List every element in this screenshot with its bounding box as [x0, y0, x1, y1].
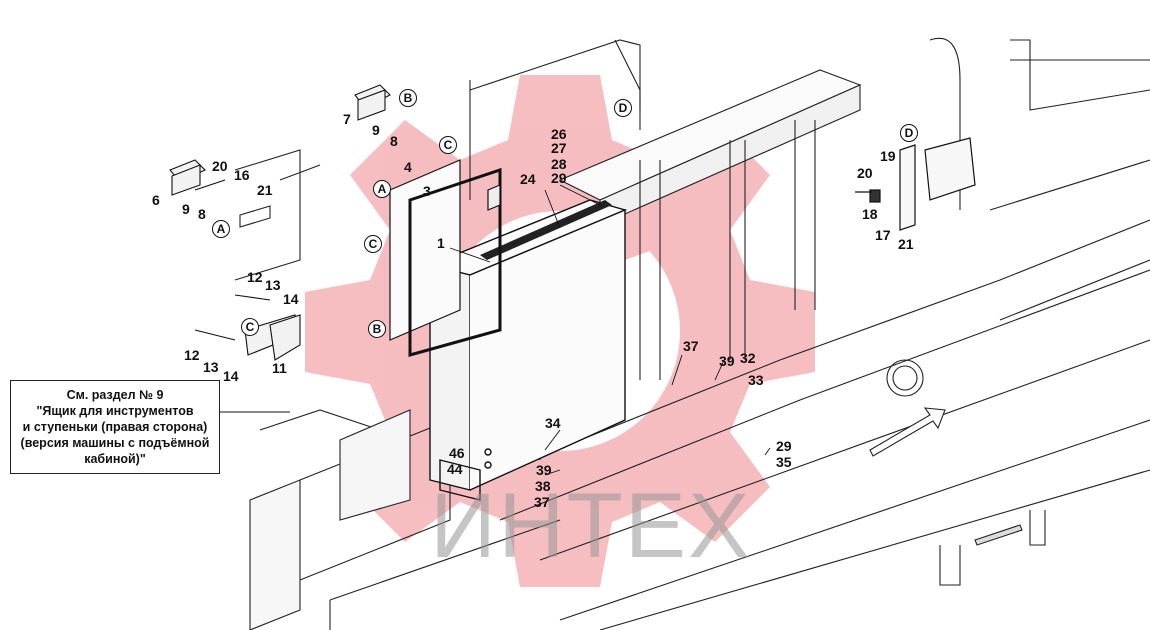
callout-16: 16: [234, 167, 250, 183]
callout-13-top: 13: [265, 277, 281, 293]
circled-ref-c-middle: C: [364, 235, 382, 253]
callout-4: 4: [404, 159, 412, 175]
callout-11: 11: [272, 360, 287, 376]
callout-32: 32: [740, 350, 756, 366]
callout-38: 38: [535, 478, 551, 494]
circled-ref-d-center: D: [614, 99, 632, 117]
callout-13-bottom: 13: [203, 359, 219, 375]
callout-35: 35: [776, 454, 792, 470]
circled-ref-b-lower: B: [368, 320, 386, 338]
note-line-5: кабиной)": [84, 452, 146, 466]
callout-20-left: 20: [212, 158, 228, 174]
callout-27: 27: [551, 140, 567, 156]
callout-29-right: 29: [776, 438, 792, 454]
watermark-text: ИНТЕХ: [430, 475, 752, 577]
callout-7: 7: [343, 111, 351, 127]
circled-ref-c-top: C: [439, 136, 457, 154]
callout-39-top: 39: [719, 353, 735, 369]
callout-46: 46: [449, 445, 465, 461]
callout-37-bottom: 37: [534, 494, 550, 510]
callout-34: 34: [545, 415, 561, 431]
callout-8-left: 8: [198, 206, 206, 222]
callout-28: 28: [551, 156, 567, 172]
callout-8-top: 8: [390, 133, 398, 149]
note-line-2: "Ящик для инструментов: [36, 404, 194, 418]
callout-12-bottom: 12: [184, 347, 200, 363]
callout-44: 44: [447, 461, 463, 477]
callout-39-bottom: 39: [536, 462, 552, 478]
circled-ref-c-left: C: [241, 318, 259, 336]
callout-17: 17: [875, 227, 891, 243]
circled-ref-a-upper: A: [373, 180, 391, 198]
hinge-parts-drawing: [169, 84, 391, 361]
callout-33: 33: [748, 372, 764, 388]
callout-6: 6: [152, 192, 160, 208]
leader-lines: [220, 184, 771, 476]
section-reference-note: См. раздел № 9 "Ящик для инструментов и …: [10, 380, 220, 474]
circled-ref-d-right: D: [900, 124, 918, 142]
gasket-plate-drawing: [389, 159, 502, 357]
callout-12-top: 12: [247, 269, 263, 285]
callout-14-top: 14: [283, 291, 299, 307]
callout-29-top: 29: [551, 170, 567, 186]
right-bracket-drawing: [855, 137, 976, 231]
callout-19: 19: [880, 148, 896, 164]
note-line-1: См. раздел № 9: [66, 388, 164, 402]
note-line-4: (версия машины с подъёмной: [20, 436, 210, 450]
callout-20-right: 20: [857, 165, 873, 181]
callout-21-left: 21: [257, 182, 273, 198]
note-line-3: и ступеньки (правая сторона): [22, 420, 208, 434]
callout-37-top: 37: [683, 338, 699, 354]
callout-9-left: 9: [182, 201, 190, 217]
callout-21-right: 21: [898, 236, 914, 252]
callout-1: 1: [437, 235, 445, 251]
callout-18: 18: [862, 206, 878, 222]
callout-3: 3: [423, 183, 431, 199]
circled-ref-b-upper: B: [399, 89, 417, 107]
callout-24: 24: [520, 171, 536, 187]
callout-9-top: 9: [372, 122, 380, 138]
tank-box-drawing: [427, 199, 628, 501]
callout-26: 26: [551, 126, 567, 142]
circled-ref-a-lower: A: [212, 220, 230, 238]
callout-14-bottom: 14: [223, 368, 239, 384]
side-panel-drawing: [234, 149, 321, 281]
